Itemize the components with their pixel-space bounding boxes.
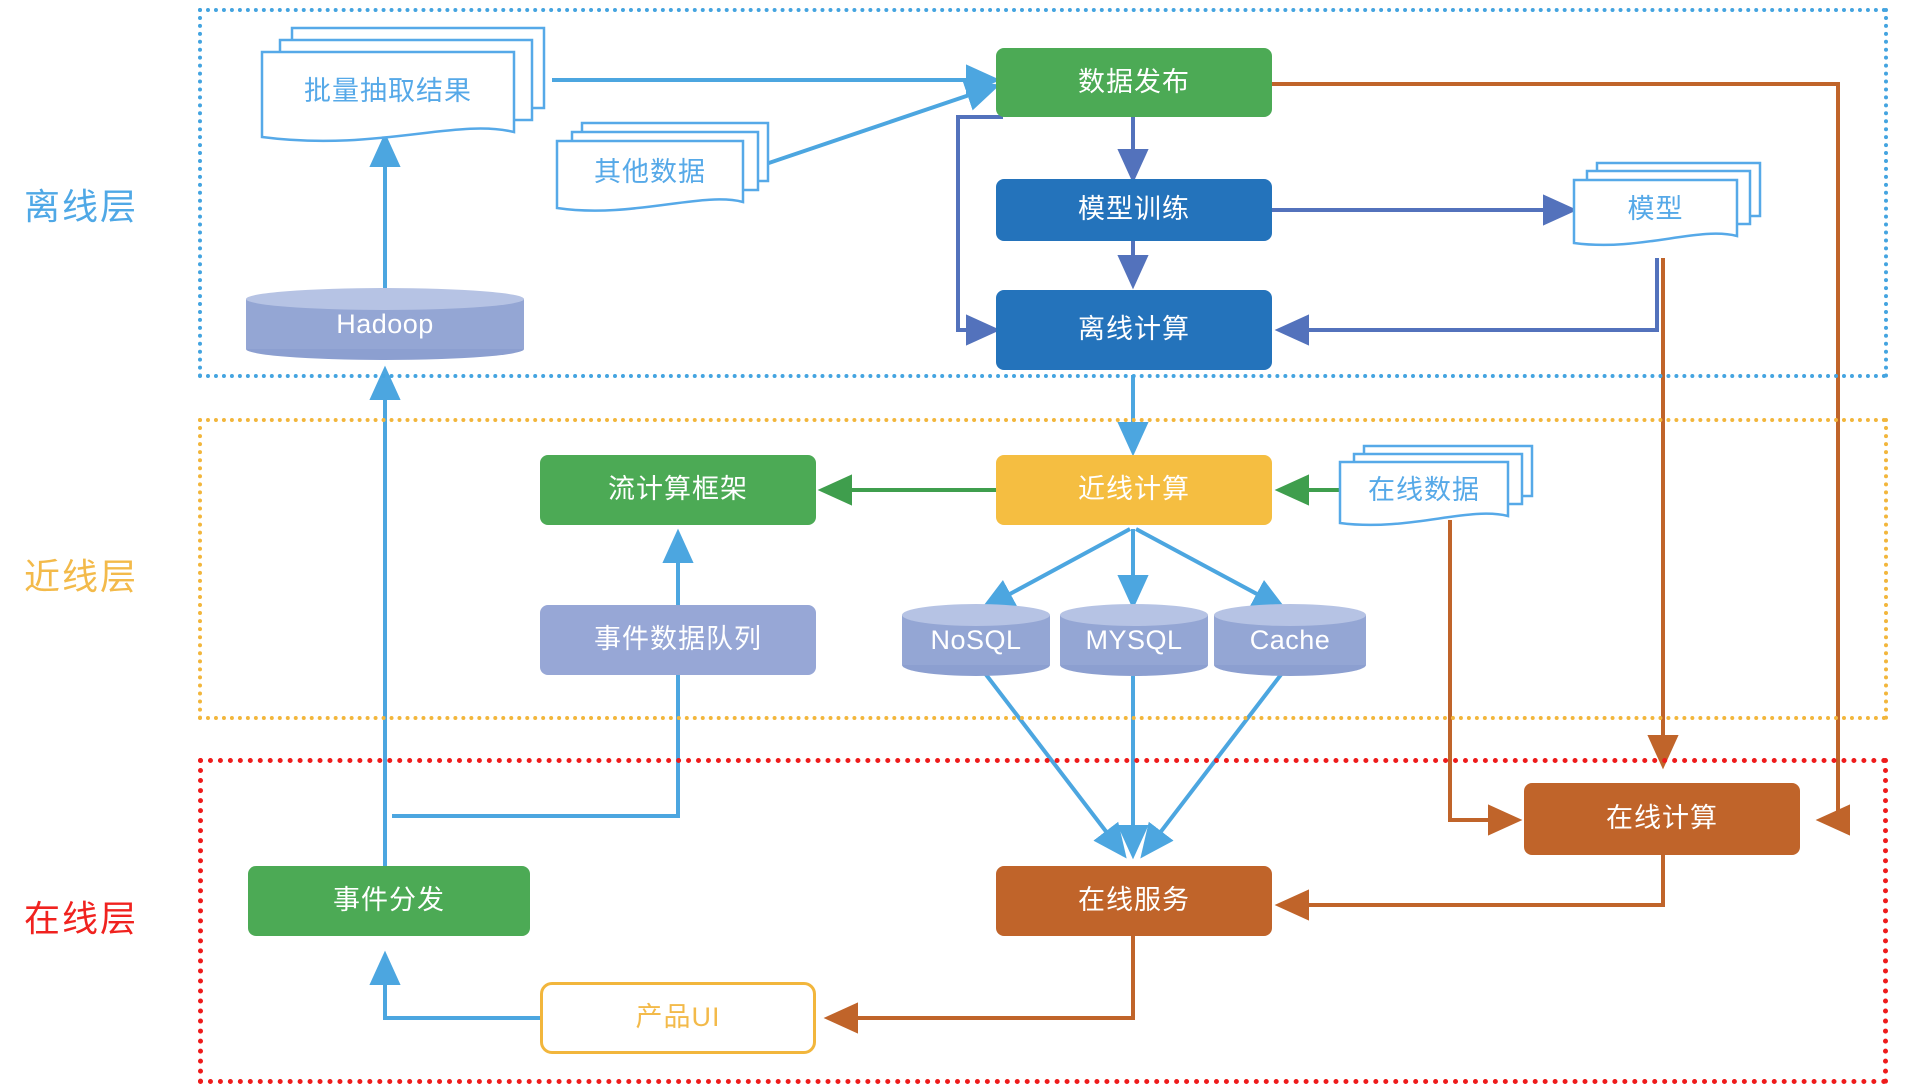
edge-onlinecompute-to-onlineservice — [1274, 855, 1665, 921]
doc-model[interactable]: 模型 — [1570, 158, 1775, 268]
doc-label-batch-extract-result: 批量抽取结果 — [304, 75, 472, 106]
edge-nosql-to-onlineservice — [982, 670, 1127, 859]
node-nearline-compute[interactable]: 近线计算 — [996, 455, 1272, 525]
node-offline-compute[interactable]: 离线计算 — [996, 290, 1272, 370]
cylinder-mysql[interactable]: MYSQL — [1060, 604, 1208, 676]
node-label-model-training: 模型训练 — [1078, 194, 1190, 225]
node-event-queue[interactable]: 事件数据队列 — [540, 605, 816, 675]
doc-online-data[interactable]: 在线数据 — [1336, 442, 1551, 542]
cylinder-label-mysql: MYSQL — [1085, 624, 1183, 655]
cylinder-nosql[interactable]: NoSQL — [902, 604, 1050, 676]
node-product-ui[interactable]: 产品UI — [540, 982, 816, 1054]
doc-other-data[interactable]: 其他数据 — [552, 118, 782, 228]
doc-label-other-data: 其他数据 — [594, 156, 706, 187]
edge-cache-to-onlineservice — [1140, 670, 1285, 859]
node-label-event-queue: 事件数据队列 — [594, 624, 762, 655]
node-data-publish[interactable]: 数据发布 — [996, 48, 1272, 117]
cylinder-label-hadoop: Hadoop — [336, 308, 434, 339]
layer-band-online — [198, 758, 1888, 1084]
edge-nearline-to-cache — [1135, 527, 1287, 611]
node-label-event-dispatch: 事件分发 — [333, 885, 445, 916]
doc-batch-extract-result[interactable]: 批量抽取结果 — [256, 22, 556, 152]
edge-nearline-to-nosql — [980, 527, 1131, 611]
layer-band-offline — [198, 8, 1888, 378]
edge-publish-to-offlinecompute — [956, 115, 1003, 346]
layer-label-offline: 离线层 — [24, 186, 139, 227]
node-model-training[interactable]: 模型训练 — [996, 179, 1272, 241]
layer-label-nearline: 近线层 — [24, 556, 139, 597]
node-label-product-ui: 产品UI — [635, 1002, 721, 1033]
doc-label-model: 模型 — [1627, 193, 1684, 224]
node-online-compute[interactable]: 在线计算 — [1524, 783, 1800, 855]
nosql-cylinder-top — [902, 604, 1050, 626]
hadoop-cylinder-top — [246, 288, 524, 310]
edge-model-to-offlinecompute — [1274, 258, 1659, 346]
doc-label-online-data: 在线数据 — [1368, 474, 1480, 505]
cylinder-label-cache: Cache — [1249, 624, 1331, 655]
cylinder-label-nosql: NoSQL — [930, 624, 1022, 655]
node-label-offline-compute: 离线计算 — [1078, 314, 1190, 345]
layer-band-nearline — [198, 418, 1888, 720]
cylinder-hadoop[interactable]: Hadoop — [246, 288, 524, 360]
edge-onlinedata-to-onlinecompute — [1448, 520, 1523, 836]
edge-other-to-publish — [759, 80, 1001, 168]
mysql-cylinder-top — [1060, 604, 1208, 626]
node-label-stream-framework: 流计算框架 — [608, 474, 748, 505]
edge-productui-to-dispatch — [369, 950, 540, 1020]
node-online-service[interactable]: 在线服务 — [996, 866, 1272, 936]
node-label-nearline-compute: 近线计算 — [1078, 474, 1190, 505]
cylinder-cache[interactable]: Cache — [1214, 604, 1366, 676]
edge-onlineservice-to-productui — [823, 931, 1135, 1034]
node-label-online-service: 在线服务 — [1078, 885, 1190, 916]
node-label-data-publish: 数据发布 — [1078, 66, 1190, 97]
edge-dispatch-to-queue — [392, 665, 680, 818]
cache-cylinder-top — [1214, 604, 1366, 626]
node-event-dispatch[interactable]: 事件分发 — [248, 866, 530, 936]
layer-label-online: 在线层 — [24, 898, 139, 939]
edge-publish-to-onlinecompute — [1272, 82, 1850, 836]
node-stream-framework[interactable]: 流计算框架 — [540, 455, 816, 525]
node-label-online-compute: 在线计算 — [1606, 803, 1718, 834]
